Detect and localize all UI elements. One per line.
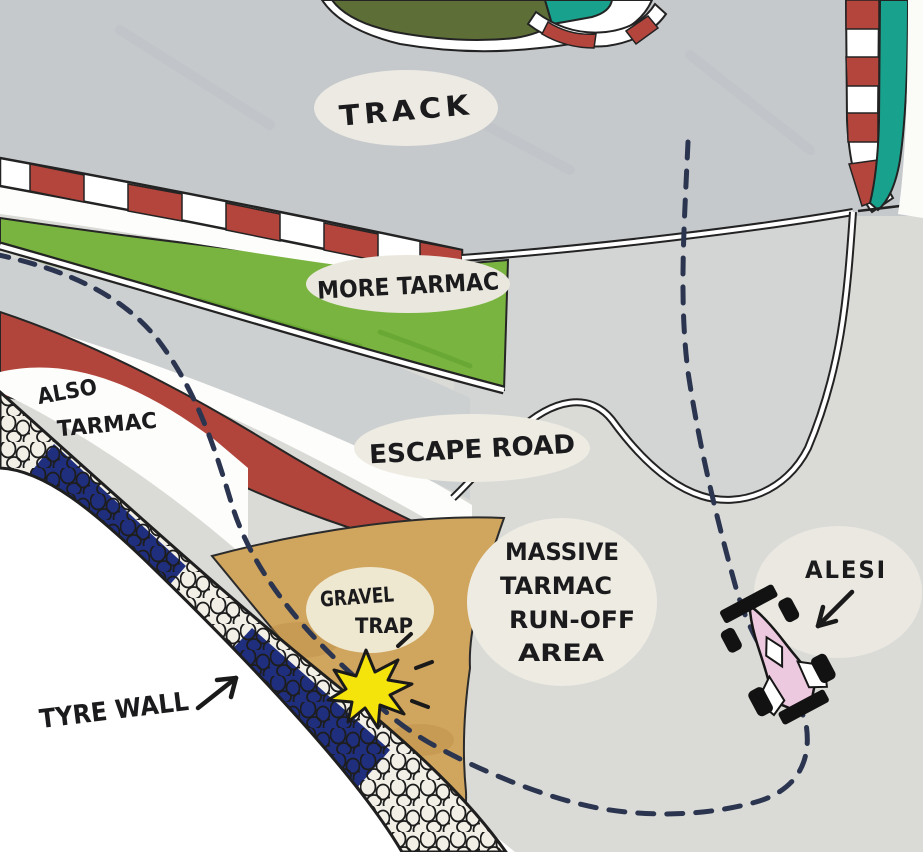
label-runoff-line2: TARMAC bbox=[500, 572, 612, 600]
label-patches bbox=[306, 70, 922, 686]
label-driver-alesi: ALESI bbox=[805, 556, 887, 584]
driver-arrow-icon bbox=[815, 589, 855, 629]
crash-star-icon bbox=[326, 632, 434, 730]
label-gravel-line1: GRAVEL bbox=[319, 582, 394, 611]
label-runoff-line3: RUN-OFF bbox=[509, 606, 635, 634]
car-front-wing bbox=[720, 584, 778, 623]
teal-patch bbox=[543, 0, 614, 26]
slide-path-dashed bbox=[0, 252, 359, 681]
also-tarmac-area bbox=[0, 367, 248, 560]
track-loop-surface bbox=[453, 214, 853, 501]
car-rear-wing bbox=[778, 689, 829, 725]
track-edge-line-a bbox=[461, 210, 854, 260]
kerb-hairpin bbox=[526, 2, 668, 49]
hairpin-infield bbox=[320, 0, 668, 53]
car-cockpit bbox=[765, 635, 784, 669]
label-runoff-line1: MASSIVE bbox=[505, 538, 619, 566]
label-runoff-line4: AREA bbox=[518, 639, 604, 667]
impact-ticks bbox=[396, 632, 434, 709]
teal-strip-edge bbox=[857, 204, 901, 213]
car-wheels bbox=[720, 597, 836, 717]
car-path-dashed bbox=[369, 139, 810, 817]
track-edge-line bbox=[0, 243, 505, 393]
label-gravel-line2: TRAP bbox=[355, 614, 413, 638]
race-car-icon bbox=[720, 584, 836, 725]
kerb-left bbox=[0, 156, 464, 280]
paper-edge bbox=[898, 0, 923, 218]
escape-road-surface bbox=[0, 256, 470, 500]
teal-runoff-strip bbox=[868, 0, 910, 212]
tyre-wall-arrow-icon bbox=[195, 675, 239, 711]
